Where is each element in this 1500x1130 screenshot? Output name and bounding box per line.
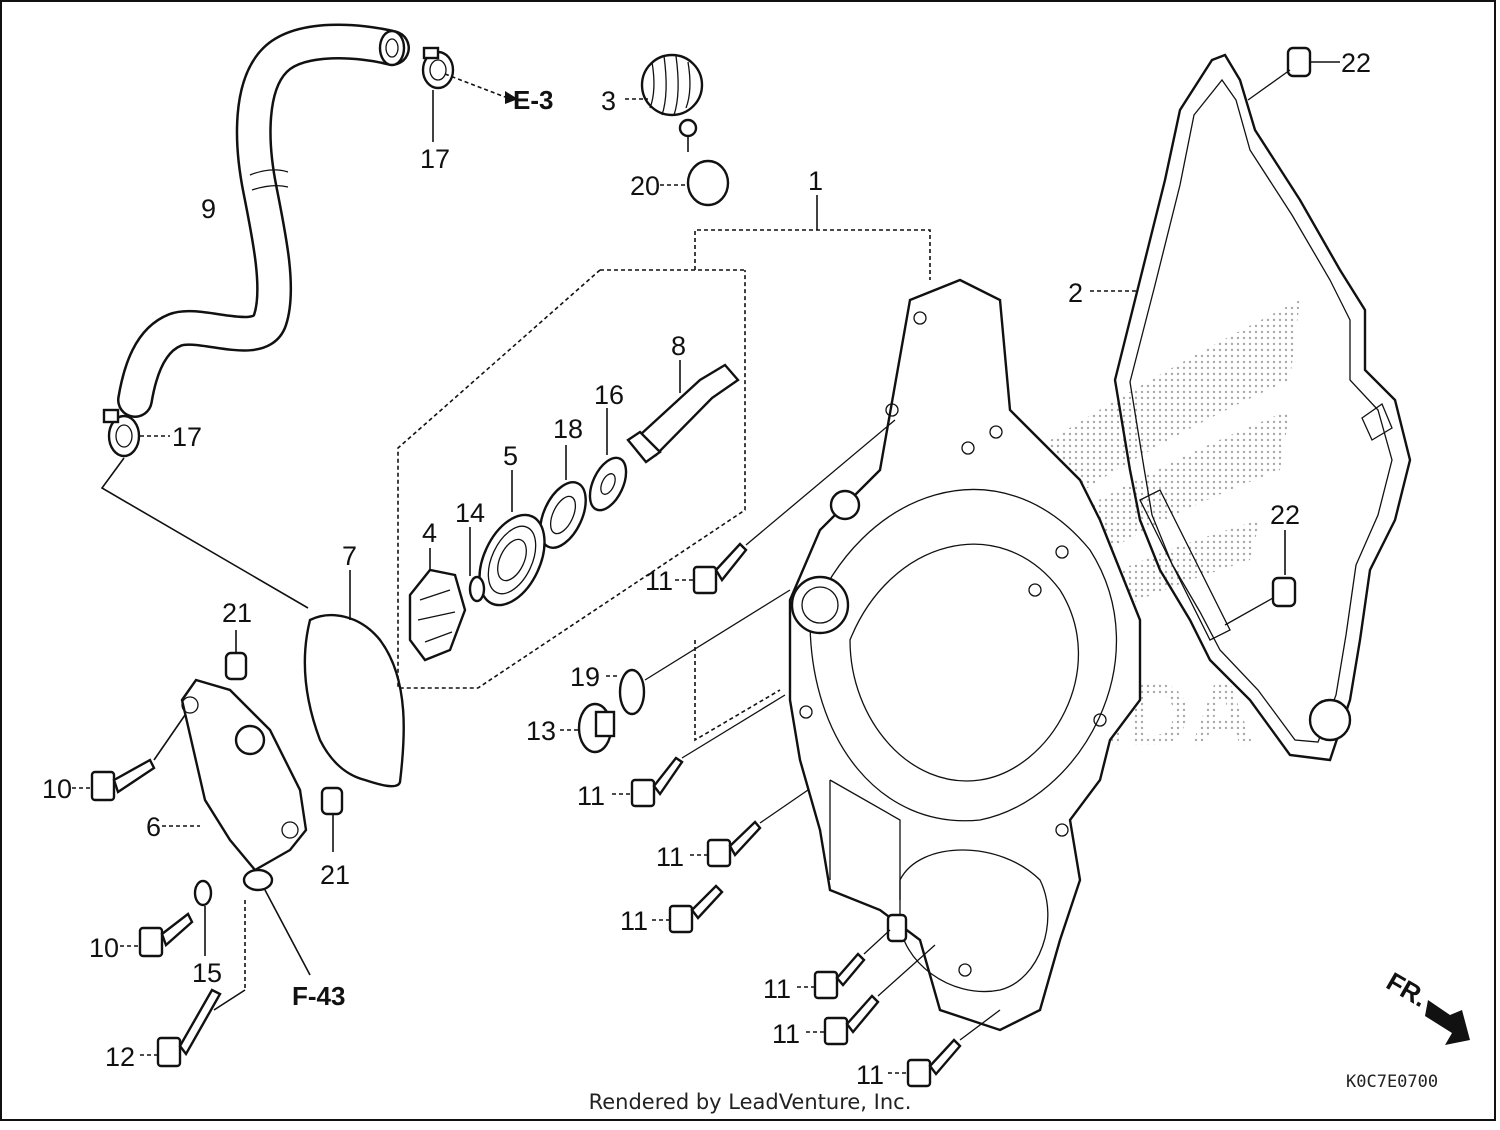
part-bolt-11-3 xyxy=(690,789,809,868)
part-oring-7 xyxy=(303,570,405,788)
part-cap xyxy=(625,53,704,152)
part-bolt-10-top xyxy=(72,714,186,802)
callout-11-e: 11 xyxy=(763,974,791,1004)
part-dowel-22-lower xyxy=(1224,530,1297,626)
callout-20: 20 xyxy=(630,171,660,201)
callout-labels: 1 2 3 4 5 6 7 8 9 10 10 11 11 11 11 11 1… xyxy=(42,48,1371,1090)
callout-5: 5 xyxy=(503,441,518,471)
part-impeller xyxy=(408,548,467,662)
callout-11-d: 11 xyxy=(620,906,648,936)
part-shaft xyxy=(626,360,740,464)
part-bolt-11-5 xyxy=(797,929,891,1000)
front-arrow: FR. xyxy=(1382,966,1470,1045)
part-dowel-22-top xyxy=(1247,46,1340,101)
callout-14: 14 xyxy=(455,498,485,528)
callout-17-lower: 17 xyxy=(172,422,202,452)
callout-21-bottom: 21 xyxy=(320,860,350,890)
bracket-plug xyxy=(694,640,781,742)
part-bolt-11-7 xyxy=(888,1009,1001,1088)
callout-12: 12 xyxy=(105,1042,135,1072)
callout-11-g: 11 xyxy=(856,1060,884,1090)
part-clamp-lower xyxy=(100,408,309,609)
part-washer-14 xyxy=(468,527,486,603)
callout-17-top: 17 xyxy=(420,144,450,174)
part-oring-19 xyxy=(606,589,791,716)
callout-10-top: 10 xyxy=(42,774,72,804)
part-washer-16 xyxy=(588,408,628,512)
part-bolt-11-2 xyxy=(612,694,786,808)
part-dowel-21-top xyxy=(224,630,248,681)
callout-7: 7 xyxy=(342,541,357,571)
callout-22-top: 22 xyxy=(1341,48,1371,78)
callout-19: 19 xyxy=(570,662,600,692)
callout-15: 15 xyxy=(192,958,222,988)
part-bolt-10-bottom xyxy=(120,912,194,958)
callout-8: 8 xyxy=(671,331,686,361)
part-bolt-12 xyxy=(140,900,246,1068)
bracket-part-1 xyxy=(600,195,931,280)
callout-1: 1 xyxy=(808,166,823,196)
callout-11-c: 11 xyxy=(656,842,684,872)
part-gasket xyxy=(1090,53,1412,762)
callout-22-lower: 22 xyxy=(1270,500,1300,530)
ref-e3: E-3 xyxy=(513,85,553,115)
part-seal-18 xyxy=(539,445,587,549)
ref-f43: F-43 xyxy=(292,981,345,1011)
callout-18: 18 xyxy=(553,414,583,444)
part-washer-15 xyxy=(193,879,213,956)
part-mech-seal xyxy=(478,470,546,607)
callout-11-b: 11 xyxy=(577,781,605,811)
ref-pointer-f43 xyxy=(264,889,311,976)
callout-21-top: 21 xyxy=(222,598,252,628)
callout-11-a: 11 xyxy=(645,566,673,596)
part-bolt-11-1 xyxy=(675,419,896,595)
front-label: FR. xyxy=(1382,966,1433,1013)
callout-4: 4 xyxy=(422,518,437,548)
callout-16: 16 xyxy=(594,380,624,410)
footer-credit: Rendered by LeadVenture, Inc. xyxy=(588,1090,912,1114)
callout-6: 6 xyxy=(146,812,161,842)
callout-10-bottom: 10 xyxy=(89,933,119,963)
diagram-code: K0C7E0700 xyxy=(1346,1072,1439,1092)
callout-2: 2 xyxy=(1068,278,1083,308)
callout-11-f: 11 xyxy=(772,1019,800,1049)
part-oring-20 xyxy=(660,159,730,207)
part-bolt-11-4 xyxy=(652,884,724,934)
part-hose xyxy=(117,23,410,418)
part-clamp-top xyxy=(421,46,518,142)
part-bolt-11-6 xyxy=(806,944,936,1046)
part-pump-cover xyxy=(162,678,308,892)
pump-group-outline xyxy=(397,269,746,689)
callout-9: 9 xyxy=(201,194,216,224)
callout-13: 13 xyxy=(526,716,556,746)
part-crankcase-cover xyxy=(788,278,1142,1032)
part-plug-13 xyxy=(560,702,616,754)
callout-3: 3 xyxy=(601,86,616,116)
part-dowel-21-bottom xyxy=(320,786,344,852)
